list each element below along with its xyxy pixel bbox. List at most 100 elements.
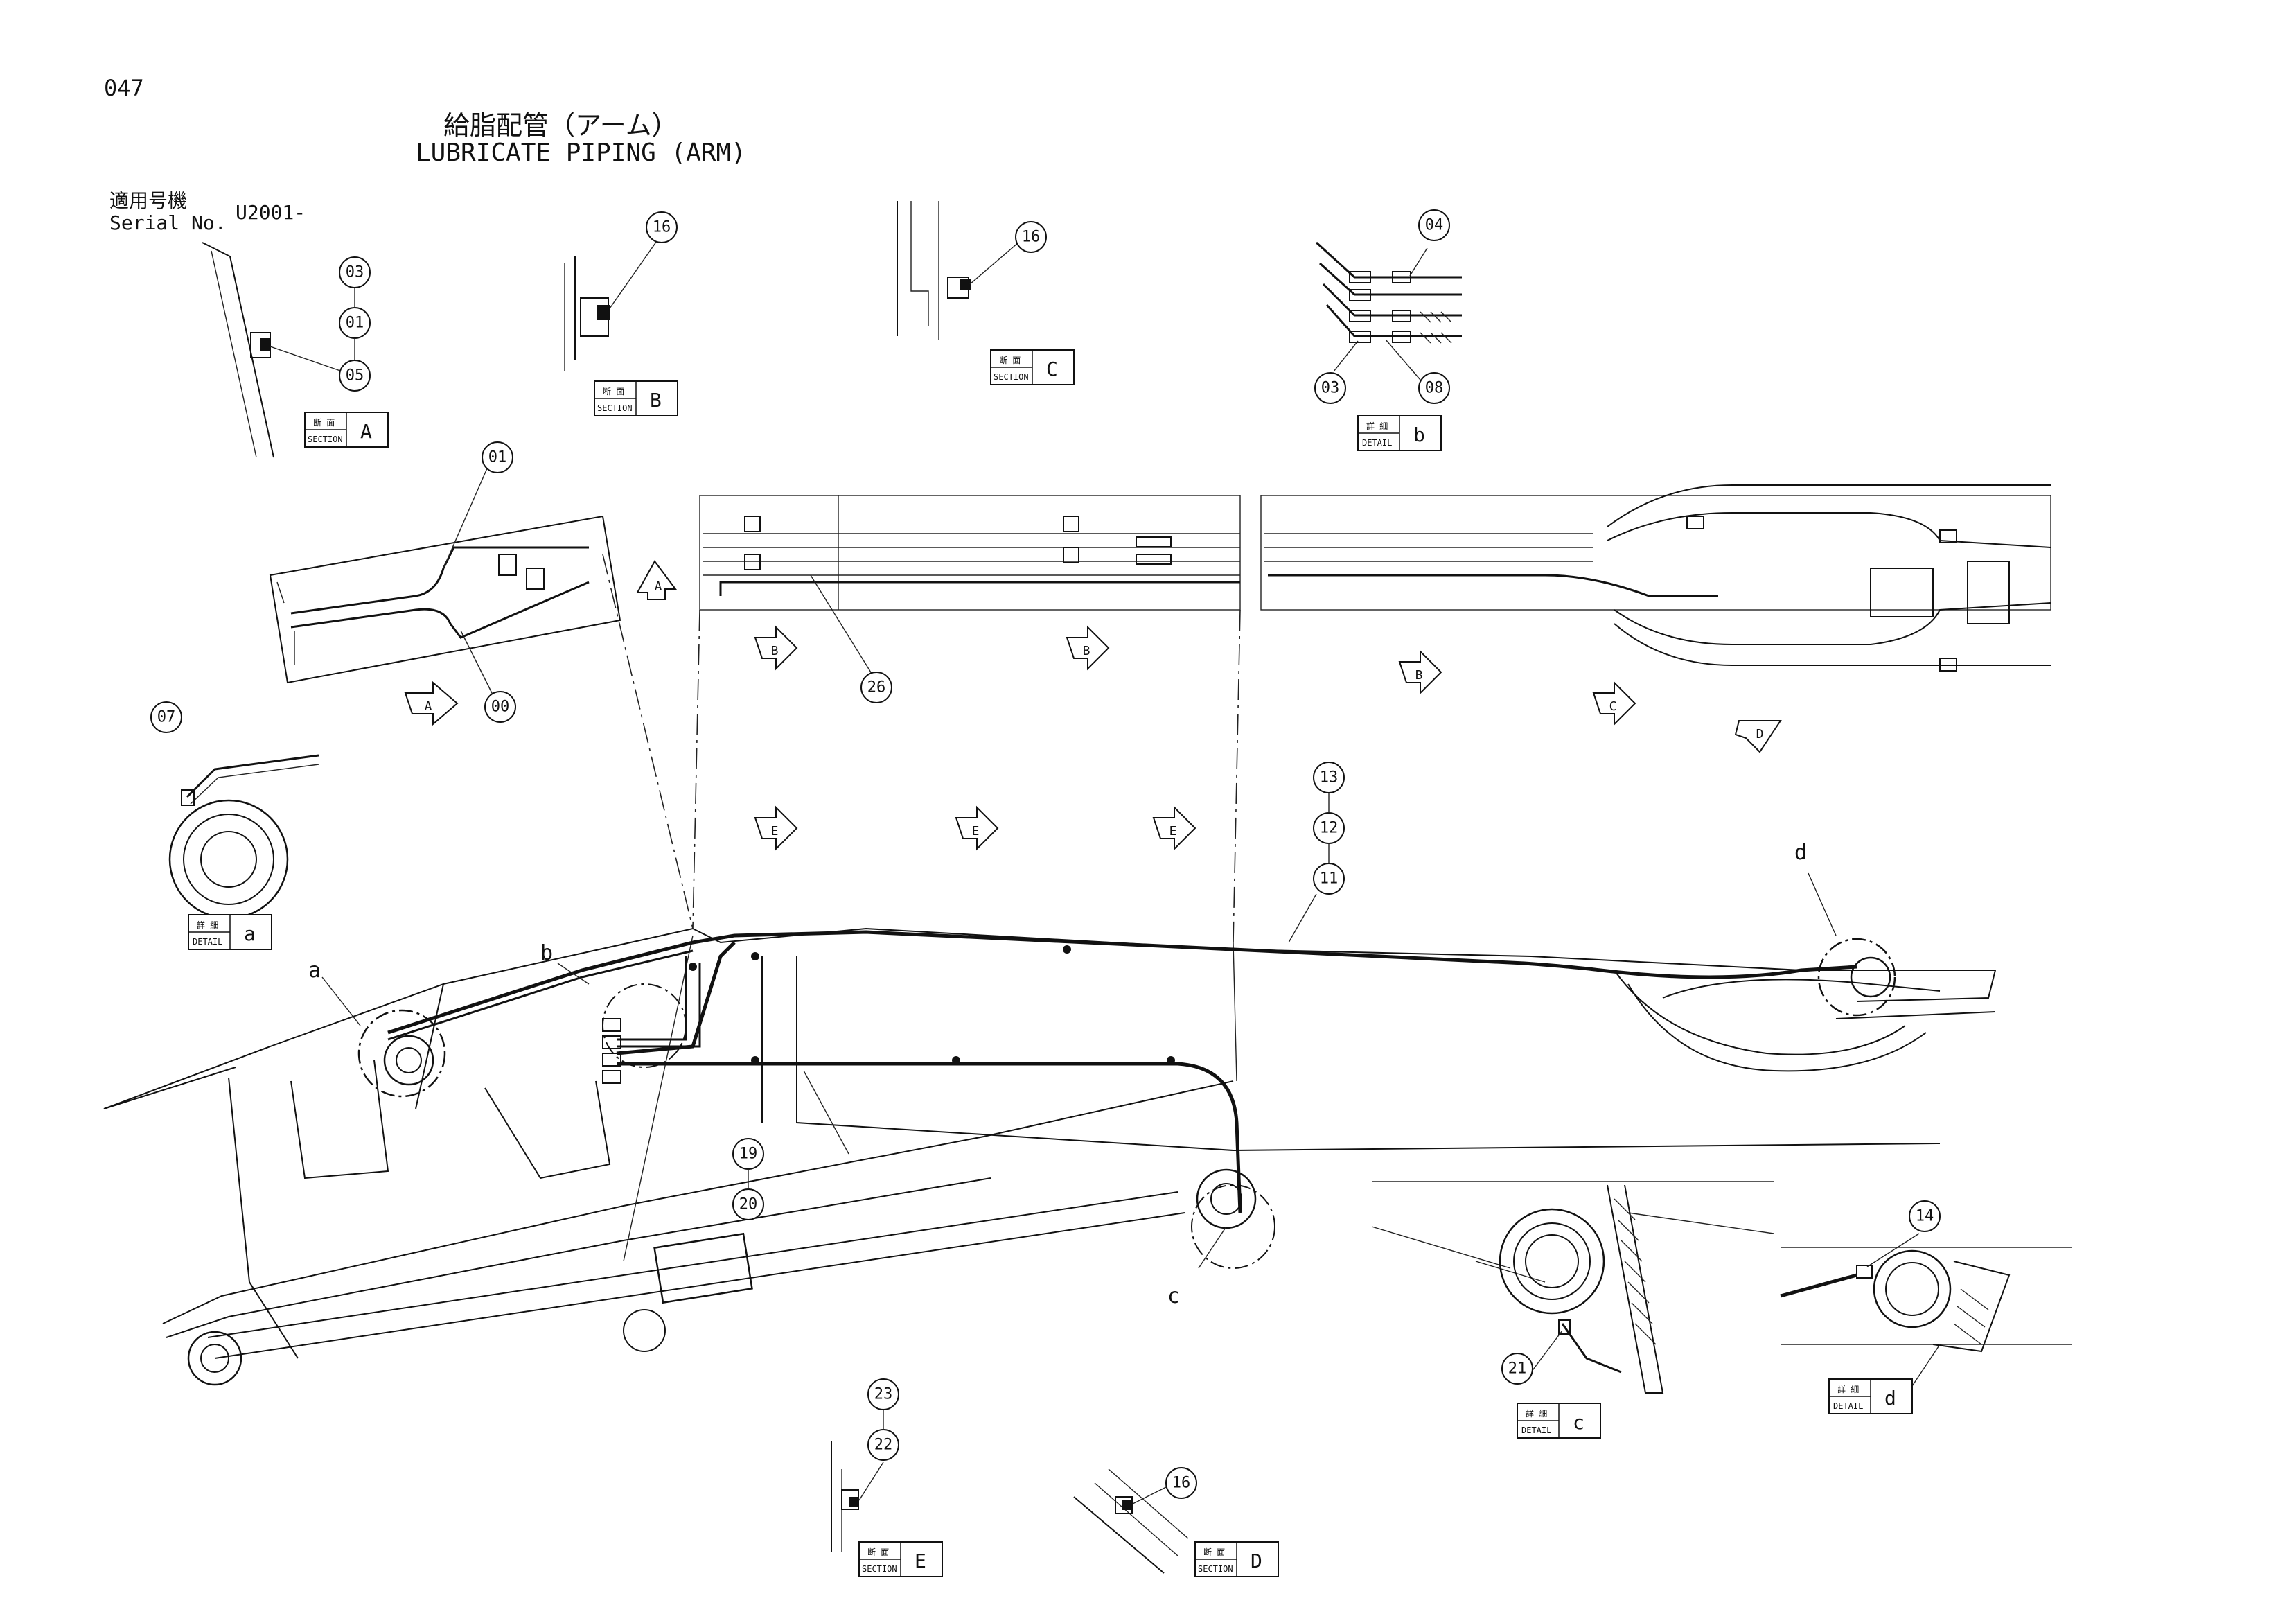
svg-text:E: E — [771, 824, 779, 839]
svg-text:DETAIL: DETAIL — [193, 937, 222, 947]
balloon-04-label: 04 — [1425, 217, 1444, 234]
band-view-2 — [1260, 484, 2051, 672]
leader-lines — [321, 872, 1837, 1269]
balloon-21: 21 — [1501, 1353, 1533, 1385]
svg-text:SECTION: SECTION — [862, 1564, 897, 1574]
serial-value: U2001- — [236, 201, 306, 224]
svg-text:C: C — [1046, 358, 1058, 380]
balloon-12-label: 11 — [1320, 870, 1339, 888]
band-view-1 — [699, 495, 1241, 676]
label-section-a: 断 面 SECTION A — [304, 412, 389, 448]
balloon-15: 14 — [1909, 1200, 1941, 1232]
svg-text:B: B — [771, 644, 779, 658]
balloon-11-label: 08 — [1425, 380, 1444, 397]
balloon-16-d-label: 16 — [1172, 1475, 1191, 1492]
label-detail-a: 詳 細 DETAIL a — [188, 914, 272, 950]
balloon-connectors — [354, 288, 1330, 1430]
balloon-16-section-b: 16 — [646, 211, 678, 243]
serial-label-japanese: 適用号機 — [109, 189, 188, 212]
balloon-08: 07 — [150, 701, 182, 733]
pivot-pins — [357, 938, 1896, 1269]
svg-text:詳 細: 詳 細 — [1526, 1408, 1547, 1419]
balloon-19: 19 — [732, 1138, 764, 1170]
section-a-view — [202, 242, 361, 458]
balloon-13-label: 12 — [1320, 820, 1339, 837]
balloon-05-label: 05 — [346, 367, 364, 385]
section-arrow-a-1: A — [636, 560, 677, 600]
balloon-20: 20 — [732, 1188, 764, 1220]
balloon-20-label: 20 — [739, 1196, 758, 1213]
section-arrow-a-2: A — [404, 681, 459, 726]
svg-text:SECTION: SECTION — [994, 372, 1029, 382]
section-arrow-e-3: E — [1152, 805, 1196, 851]
callout-b: b — [540, 941, 553, 965]
balloon-07-label: 03 — [346, 264, 364, 281]
svg-text:a: a — [244, 922, 256, 945]
section-arrow-e-1: E — [754, 805, 798, 851]
section-d-view — [1073, 1468, 1189, 1574]
section-b-view — [564, 238, 659, 371]
grease-piping — [387, 930, 1941, 1213]
section-arrows: A A B B B C D E E E — [404, 560, 1782, 851]
svg-text:B: B — [1415, 668, 1423, 683]
label-detail-b: 詳 細 DETAIL b — [1357, 415, 1442, 451]
balloon-03: 03 — [1314, 372, 1346, 404]
section-arrow-d: D — [1734, 720, 1782, 753]
balloon-03-label: 03 — [1321, 380, 1340, 397]
balloon-00: 00 — [484, 691, 516, 723]
svg-text:断 面: 断 面 — [999, 355, 1021, 365]
arm-cylinder — [187, 1168, 1257, 1386]
svg-text:DETAIL: DETAIL — [1833, 1401, 1863, 1411]
section-arrow-c: C — [1592, 681, 1636, 726]
svg-text:SECTION: SECTION — [308, 435, 343, 444]
balloon-16-section-c: 16 — [1015, 221, 1047, 253]
balloon-21-label: 21 — [1508, 1360, 1527, 1378]
balloon-07: 03 — [339, 256, 371, 288]
svg-text:断 面: 断 面 — [1203, 1547, 1225, 1557]
section-e-view — [831, 1441, 884, 1552]
balloon-23-label: 23 — [874, 1386, 893, 1403]
balloon-14-label: 13 — [1320, 769, 1339, 787]
balloon-23: 23 — [867, 1378, 899, 1410]
callout-d: d — [1794, 841, 1807, 865]
section-arrow-b-2: B — [1066, 625, 1110, 671]
svg-text:詳 細: 詳 細 — [197, 920, 218, 930]
section-arrow-b-3: B — [1398, 649, 1442, 695]
svg-text:b: b — [1413, 423, 1425, 446]
section-c-view — [897, 201, 1019, 340]
balloon-19-label: 19 — [739, 1146, 758, 1163]
svg-text:詳 細: 詳 細 — [1837, 1384, 1859, 1394]
balloon-22: 22 — [867, 1429, 899, 1461]
svg-text:断 面: 断 面 — [603, 386, 624, 396]
page-number: 047 — [104, 75, 144, 101]
balloon-01: 01 — [482, 441, 513, 473]
svg-text:c: c — [1573, 1411, 1584, 1434]
inset-view-a — [269, 457, 621, 701]
balloon-13: 12 — [1313, 812, 1345, 844]
detail-c-view — [1371, 1181, 1774, 1394]
detail-b-view — [1315, 241, 1462, 380]
balloon-15-label: 14 — [1916, 1208, 1934, 1225]
svg-text:断 面: 断 面 — [313, 417, 335, 428]
svg-text:詳 細: 詳 細 — [1366, 421, 1388, 431]
balloon-06-label: 01 — [346, 315, 364, 332]
svg-text:DETAIL: DETAIL — [1362, 438, 1392, 448]
balloons: 03 01 05 16 16 04 03 08 01 00 26 07 13 1… — [150, 209, 1941, 1499]
svg-text:D: D — [1756, 727, 1764, 742]
label-section-c: 断 面 SECTION C — [990, 349, 1075, 385]
svg-text:DETAIL: DETAIL — [1521, 1425, 1551, 1435]
svg-text:B: B — [1083, 644, 1090, 658]
balloon-04: 04 — [1418, 209, 1450, 241]
svg-text:B: B — [650, 389, 662, 412]
balloon-26-label: 26 — [867, 679, 886, 696]
balloon-01-label: 01 — [488, 449, 507, 466]
arm-structure — [103, 554, 1997, 1359]
callout-c: c — [1167, 1284, 1180, 1308]
balloon-14: 13 — [1313, 762, 1345, 793]
title-english: LUBRICATE PIPING (ARM) — [416, 139, 746, 167]
svg-text:A: A — [360, 420, 372, 443]
